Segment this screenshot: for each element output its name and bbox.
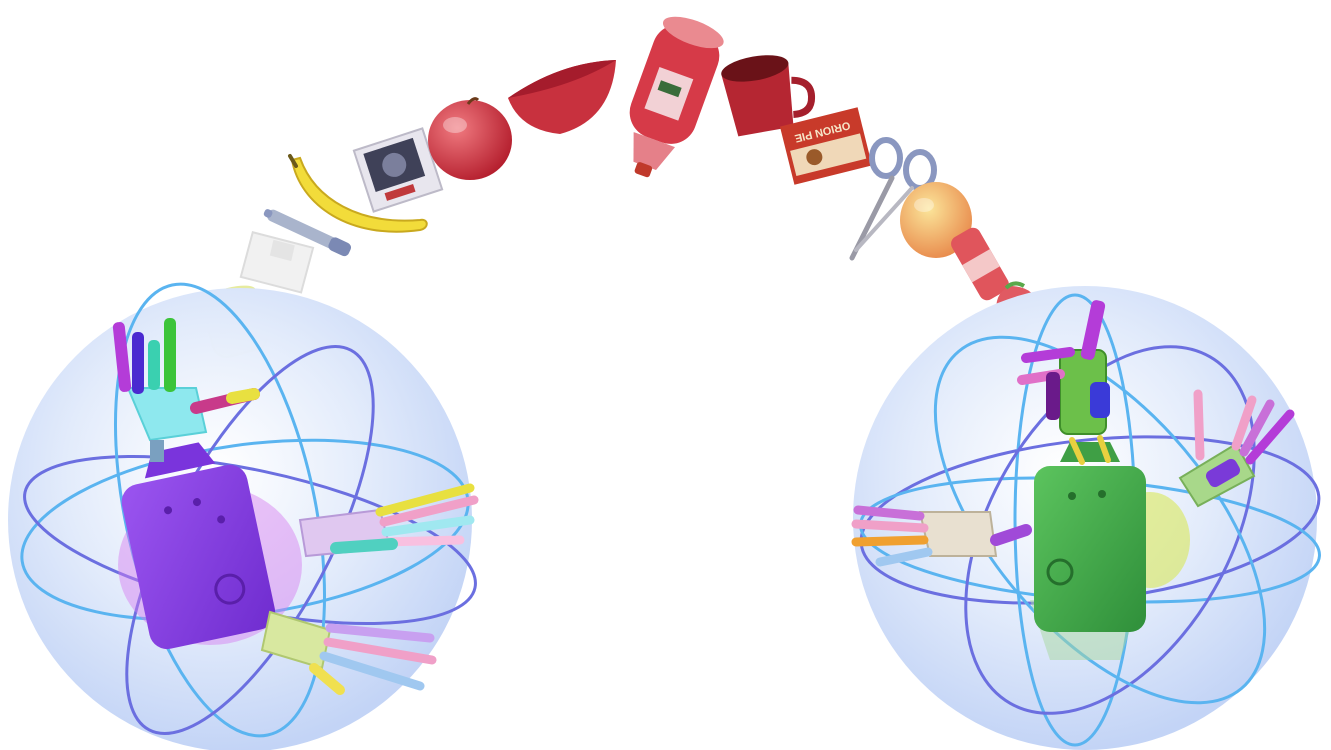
- right-side-hand: [1178, 389, 1295, 508]
- pie-box-object: ORION PIE: [779, 107, 873, 185]
- scissors-object: [849, 137, 937, 261]
- left-side-hand: [298, 483, 479, 558]
- marker-object: [263, 209, 352, 257]
- bowl-object: [508, 60, 616, 134]
- can-object: [951, 227, 1009, 301]
- dark-box-object: [352, 127, 444, 213]
- left-top-hand: [112, 318, 260, 462]
- left-bottom-hand: [260, 610, 437, 695]
- bottle-object: [629, 16, 724, 178]
- right-top-hand: [1017, 300, 1111, 465]
- right-grasp-scene: [851, 286, 1321, 750]
- apple-object: [428, 97, 512, 180]
- left-grasp-scene: [8, 282, 479, 750]
- right-grasp-object: [1034, 442, 1146, 632]
- object-arc: ORION PIE: [201, 16, 1037, 359]
- mug-object: [721, 55, 816, 137]
- right-left-hand: [851, 505, 1032, 567]
- wipes-pack-object: [239, 231, 315, 294]
- banana-object: [288, 154, 428, 233]
